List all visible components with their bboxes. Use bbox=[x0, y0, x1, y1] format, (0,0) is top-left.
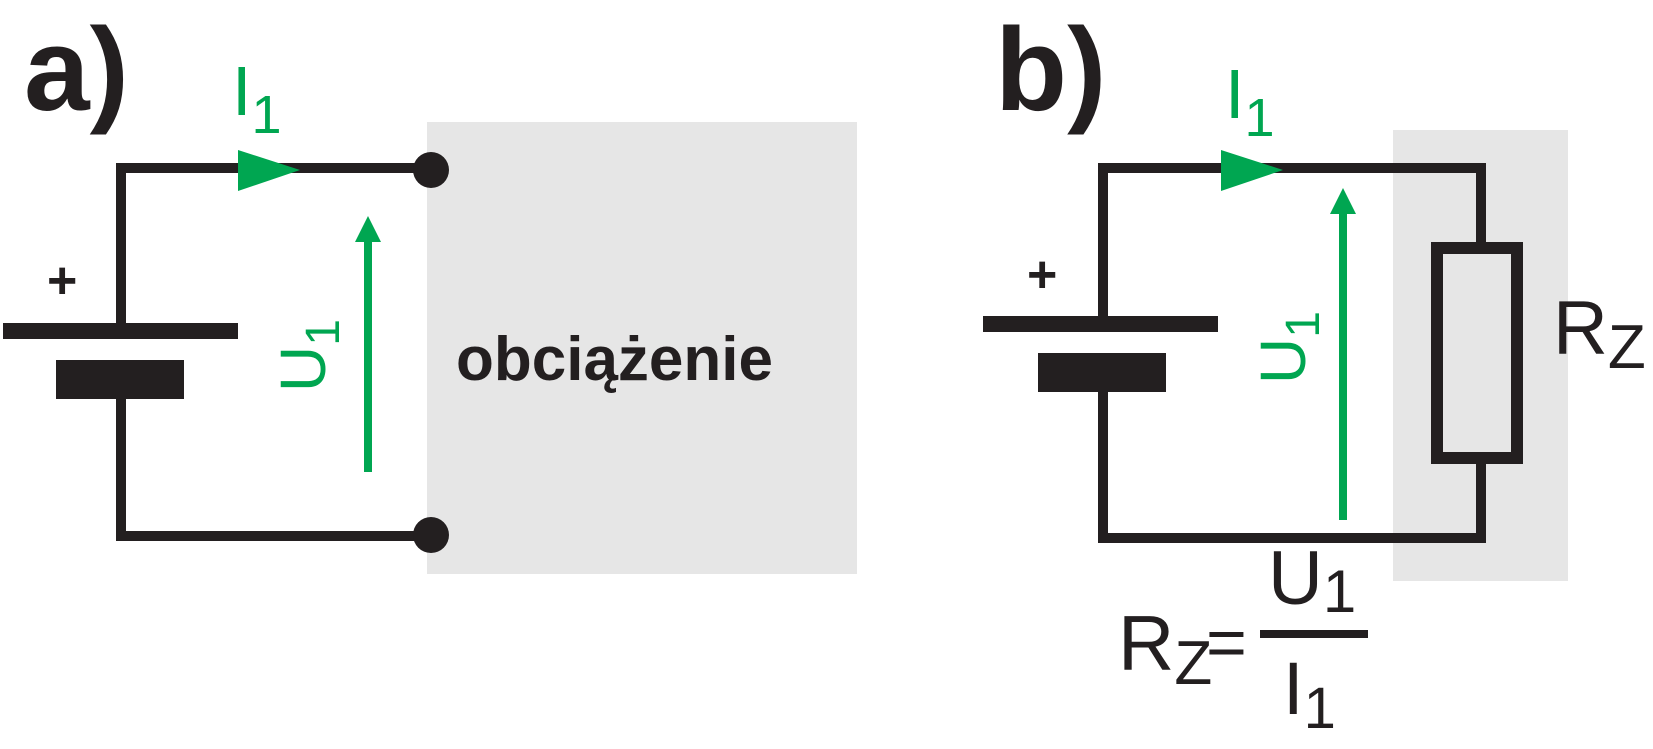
load-box bbox=[427, 122, 857, 574]
formula-numerator: U1 bbox=[1268, 536, 1356, 625]
voltage-label-a: U1 bbox=[267, 319, 350, 392]
battery-plus-a: + bbox=[47, 252, 77, 310]
wire-bottom-b bbox=[1098, 390, 1486, 543]
current-label-b: I1 bbox=[1225, 55, 1275, 148]
wire-top-b bbox=[1098, 163, 1486, 318]
voltage-arrowhead-a bbox=[355, 216, 381, 242]
current-label-a: I1 bbox=[232, 52, 282, 145]
formula-lhs: RZ bbox=[1118, 599, 1212, 698]
battery-positive-plate-a bbox=[3, 323, 238, 339]
formula-denominator: I1 bbox=[1283, 647, 1336, 741]
load-label: obciążenie bbox=[456, 325, 773, 394]
battery-negative-plate-a bbox=[56, 360, 184, 399]
wire-top-a bbox=[116, 163, 431, 323]
battery-negative-plate-b bbox=[1038, 353, 1166, 392]
panel-b: b) + RZ I1 U1 RZ = U1 I1 bbox=[983, 4, 1646, 741]
panel-a-label: a) bbox=[24, 4, 129, 136]
resistor-label: RZ bbox=[1553, 286, 1646, 382]
battery-positive-plate-b bbox=[983, 316, 1218, 332]
voltage-arrowhead-b bbox=[1330, 188, 1356, 214]
resistor bbox=[1431, 242, 1523, 464]
voltage-label-b: U1 bbox=[1247, 311, 1330, 384]
formula-equals: = bbox=[1206, 603, 1247, 681]
panel-a: a) + I1 U1 obciążenie bbox=[3, 4, 857, 574]
wire-bottom-a bbox=[116, 392, 431, 541]
current-arrow-a bbox=[238, 150, 300, 191]
terminal-top-a bbox=[413, 152, 449, 188]
battery-plus-b: + bbox=[1027, 246, 1057, 304]
current-arrow-b bbox=[1221, 150, 1283, 191]
terminal-bottom-a bbox=[413, 517, 449, 553]
panel-b-label: b) bbox=[995, 4, 1106, 136]
